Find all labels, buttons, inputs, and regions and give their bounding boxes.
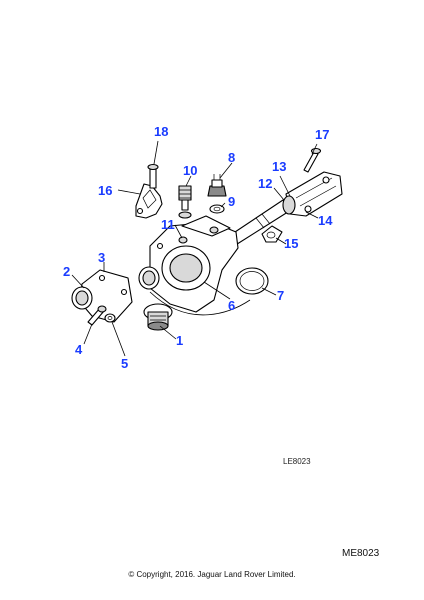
callout-10: 10 [183, 163, 198, 178]
callout-5: 5 [121, 356, 129, 371]
part-15-gasket [261, 225, 283, 243]
part-16-bracket [135, 183, 163, 219]
part-18-bolt [147, 163, 159, 189]
part-3-cover [71, 269, 133, 323]
part-10-temperature-sender [178, 185, 192, 219]
callout-17: 17 [315, 127, 330, 142]
callout-11: 11 [161, 217, 175, 232]
part-9-washer [209, 204, 225, 214]
callout-16: 16 [98, 183, 113, 198]
copyright-notice: © Copyright, 2016. Jaguar Land Rover Lim… [128, 570, 296, 579]
callout-6: 6 [228, 298, 236, 313]
callout-13: 13 [272, 159, 287, 174]
part-1-thermostat [143, 303, 173, 331]
diagram-ref-code-small: LE8023 [283, 457, 311, 466]
callout-7: 7 [277, 288, 285, 303]
callout-14: 14 [318, 213, 333, 228]
part-14-housing [282, 171, 343, 217]
part-7-o-ring [235, 267, 269, 295]
part-17-bolt [303, 147, 322, 173]
callout-15: 15 [284, 236, 299, 251]
callout-1: 1 [176, 333, 184, 348]
callout-3: 3 [98, 250, 106, 265]
callout-18: 18 [154, 124, 169, 139]
callout-4: 4 [75, 342, 83, 357]
part-8-switch [207, 174, 227, 197]
callout-9: 9 [228, 194, 236, 209]
part-6-thermostat-housing [138, 215, 239, 313]
leader-lines [71, 140, 319, 357]
part-5-washer [104, 313, 116, 323]
diagram-ref-code-large: ME8023 [342, 548, 380, 559]
callout-2: 2 [63, 264, 71, 279]
callout-8: 8 [228, 150, 236, 165]
part-4-bolt [87, 305, 107, 326]
callout-12: 12 [258, 176, 273, 191]
